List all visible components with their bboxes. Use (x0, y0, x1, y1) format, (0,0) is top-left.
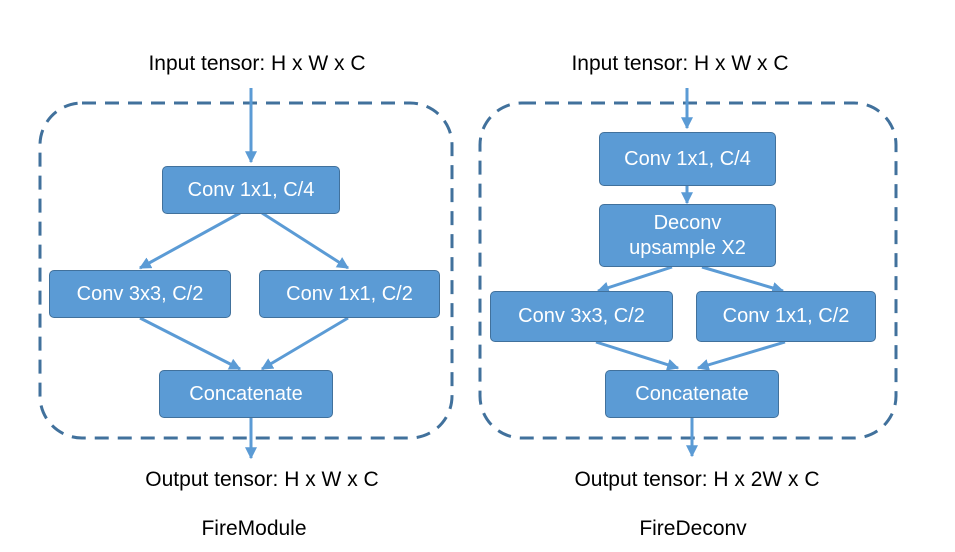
fd-deconv-box: Deconv upsample X2 (599, 204, 776, 267)
fm-squeeze-conv-box: Conv 1x1, C/4 (162, 166, 340, 214)
fd-output-label: Output tensor: H x 2W x C (574, 468, 820, 491)
fd-input-label: Input tensor: H x W x C (571, 52, 789, 75)
fm-output-label: Output tensor: H x W x C (145, 468, 379, 491)
fm-expand-3x3-box: Conv 3x3, C/2 (49, 270, 231, 318)
fm-arrow-1x1-to-concat (260, 316, 349, 371)
firemodule-container (38, 101, 454, 440)
fd-deconv-line1: Deconv (653, 211, 722, 234)
fd-deconv-line2: upsample X2 (629, 236, 746, 259)
fd-arrow-3x3-to-concat (595, 340, 680, 371)
fm-concatenate-box: Concatenate (159, 370, 333, 418)
fd-arrow-to-1x1 (701, 265, 785, 294)
fd-squeeze-conv-box: Conv 1x1, C/4 (599, 132, 776, 186)
fm-arrow-to-3x3 (138, 211, 241, 270)
fm-caption: FireModule (201, 517, 307, 540)
fd-expand-1x1-box: Conv 1x1, C/2 (696, 291, 876, 342)
fd-concatenate-box: Concatenate (605, 370, 779, 418)
fd-caption: FireDeconv (639, 517, 747, 540)
fm-arrow-to-1x1 (261, 211, 350, 270)
fd-arrow-to-3x3 (596, 265, 673, 294)
fm-expand-1x1-box: Conv 1x1, C/2 (259, 270, 440, 318)
fd-expand-3x3-box: Conv 3x3, C/2 (490, 291, 673, 342)
fd-arrow-1x1-to-concat (696, 340, 786, 371)
fm-arrow-3x3-to-concat (139, 316, 242, 371)
fm-input-label: Input tensor: H x W x C (148, 52, 366, 75)
